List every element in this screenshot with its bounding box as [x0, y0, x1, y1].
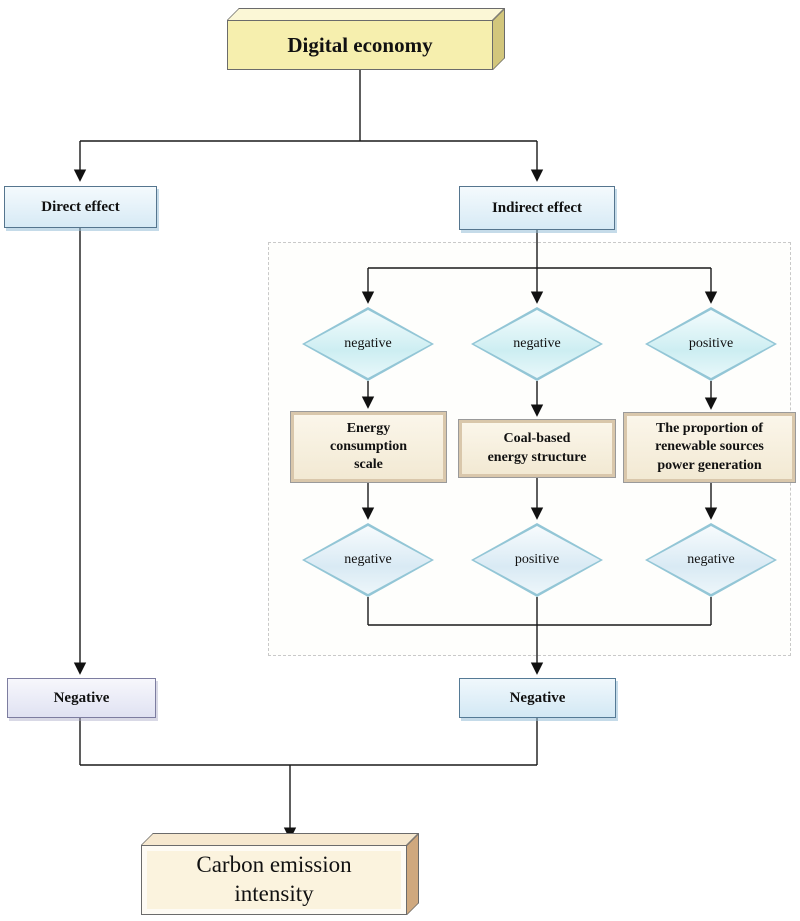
indirect-outcome-box: Negative [459, 678, 616, 718]
sign-diamond-coal-bottom: positive [471, 523, 603, 597]
coal-based-energy-structure-box: Coal-based energy structure [458, 419, 616, 478]
sign-diamond-coal-top: negative [471, 307, 603, 381]
sign-label: negative [687, 552, 735, 567]
digital-economy-label: Digital economy [287, 32, 433, 57]
digital-economy-face: Digital economy [227, 20, 493, 70]
digital-economy-box-top-face [227, 8, 505, 20]
sign-label: negative [344, 552, 392, 567]
sign-label: negative [344, 336, 392, 351]
direct-outcome-box: Negative [7, 678, 156, 718]
sign-label: positive [688, 336, 734, 351]
sign-diamond-energy-bottom: negative [302, 523, 434, 597]
digital-economy-box-side-face [493, 8, 505, 70]
direct-effect-label: Direct effect [41, 198, 120, 215]
carbon-box-face: Carbon emission intensity [141, 845, 407, 915]
sign-diamond-renewable-bottom: negative [645, 523, 777, 597]
carbon-box-side-face [407, 833, 419, 915]
carbon-box-top-face [141, 833, 419, 845]
indirect-effect-box: Indirect effect [459, 186, 615, 230]
sign-label: positive [514, 552, 560, 567]
renewable-sources-proportion-box: The proportion of renewable sources powe… [623, 412, 796, 483]
sign-label: negative [513, 336, 561, 351]
renewable-sources-proportion-label: The proportion of renewable sources powe… [655, 421, 764, 473]
indirect-effect-label: Indirect effect [491, 199, 583, 216]
direct-effect-box: Direct effect [4, 186, 157, 228]
coal-based-energy-structure-label: Coal-based energy structure [487, 431, 587, 465]
carbon-emission-intensity-label: Carbon emission intensity [196, 852, 352, 906]
indirect-outcome-label: Negative [509, 689, 566, 706]
energy-consumption-scale-box: Energy consumption scale [290, 411, 447, 483]
direct-outcome-label: Negative [53, 689, 110, 706]
carbon-emission-intensity-box: Carbon emission intensity [141, 833, 419, 915]
sign-diamond-energy-top: negative [302, 307, 434, 381]
energy-consumption-scale-label: Energy consumption scale [329, 420, 408, 473]
digital-economy-box: Digital economy [227, 8, 505, 70]
sign-diamond-renewable-top: positive [645, 307, 777, 381]
